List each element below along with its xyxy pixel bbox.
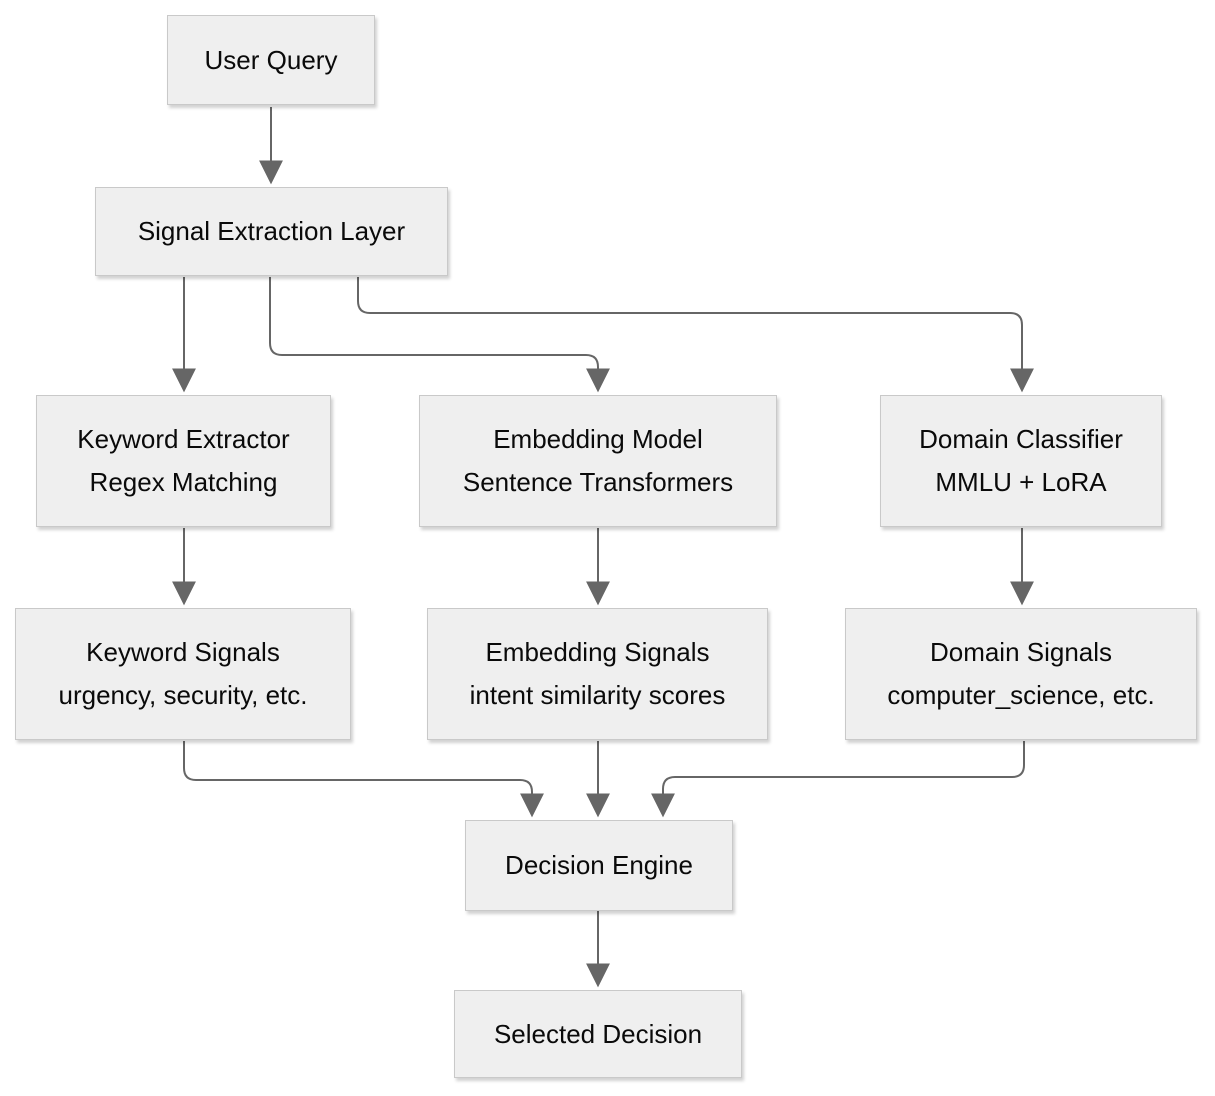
node-sublabel: intent similarity scores xyxy=(469,680,726,710)
node-user-query: User Query xyxy=(167,15,375,105)
node-sublabel: urgency, security, etc. xyxy=(58,680,308,710)
node-keyword-signals: Keyword Signals urgency, security, etc. xyxy=(15,608,351,740)
node-label: Domain Signals xyxy=(929,637,1113,667)
node-decision-engine: Decision Engine xyxy=(465,820,733,911)
node-domain-signals: Domain Signals computer_science, etc. xyxy=(845,608,1197,740)
node-domain-classifier: Domain Classifier MMLU + LoRA xyxy=(880,395,1162,527)
node-embedding-signals: Embedding Signals intent similarity scor… xyxy=(427,608,768,740)
edge-keyword-signals-to-decision-engine xyxy=(183,741,544,818)
node-label: Decision Engine xyxy=(505,850,693,880)
node-sublabel: MMLU + LoRA xyxy=(935,467,1107,497)
node-sublabel: computer_science, etc. xyxy=(887,680,1155,710)
node-label: User Query xyxy=(204,44,338,75)
node-signal-extraction-layer: Signal Extraction Layer xyxy=(95,187,448,276)
node-label: Embedding Model xyxy=(493,424,703,454)
node-label: Embedding Signals xyxy=(485,637,710,667)
node-embedding-model: Embedding Model Sentence Transformers xyxy=(419,395,777,527)
node-sublabel: Regex Matching xyxy=(89,467,278,497)
edge-domain-signals-to-decision-engine xyxy=(651,741,1025,818)
node-keyword-extractor: Keyword Extractor Regex Matching xyxy=(36,395,331,527)
edge-signal-extraction-to-domain-classifier xyxy=(357,277,1034,393)
node-selected-decision: Selected Decision xyxy=(454,990,742,1078)
node-label: Signal Extraction Layer xyxy=(137,216,406,246)
node-label: Keyword Signals xyxy=(86,637,280,667)
node-label: Domain Classifier xyxy=(919,424,1123,454)
node-label: Keyword Extractor xyxy=(77,424,290,454)
node-sublabel: Sentence Transformers xyxy=(462,467,734,497)
node-label: Selected Decision xyxy=(493,1018,703,1049)
edge-signal-extraction-to-embedding-model xyxy=(269,277,610,393)
